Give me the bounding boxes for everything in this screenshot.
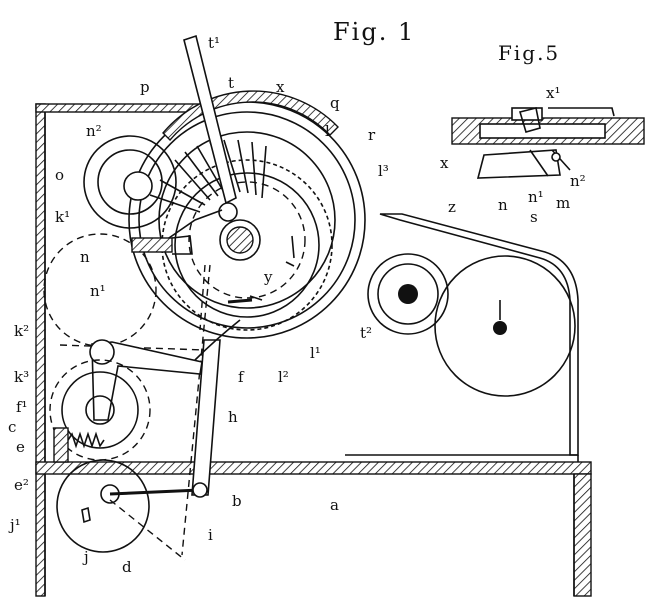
label-r: r [368,126,376,144]
label-t2: t² [360,324,372,342]
label-fig5-n2: n² [570,172,586,190]
fig1-title: Fig. 1 [333,18,415,46]
label-e2: e² [14,476,29,494]
arm-f [89,319,241,421]
gear-z [367,253,449,335]
label-q: q [330,94,340,112]
rod-h [181,264,221,556]
label-t1: t¹ [208,34,220,52]
label-s: s [530,208,538,226]
label-fig5-n1: n¹ [528,188,544,206]
label-j: j [82,548,89,566]
label-fig5-n: n [498,196,508,214]
label-c: c [8,418,16,436]
spring-c [53,427,105,463]
label-l: l [325,122,330,140]
label-a: a [330,496,339,514]
label-o: o [55,166,64,184]
label-l3: l³ [378,162,389,180]
label-f: f [238,368,245,386]
label-j1: j¹ [8,516,21,534]
fig5-title: Fig.5 [498,41,560,65]
housing [35,103,592,597]
label-y: y [263,268,273,286]
label-n2: n² [86,122,102,140]
drum-s [434,255,576,397]
label-i: i [208,526,213,544]
label-d: d [122,558,132,576]
label-n1: n¹ [90,282,106,300]
fig5-detail [451,107,645,179]
reference-labels: t¹ t x p q l r n² o k¹ n n¹ y l³ z s t² … [8,34,586,576]
label-fig5-x1: x¹ [546,84,560,102]
pawl-n [131,235,193,255]
label-k1: k¹ [55,208,70,226]
label-k2: k² [14,322,29,340]
label-k3: k³ [14,368,29,386]
label-fig5-m: m [556,194,570,212]
gear-k1 [83,135,177,229]
label-b: b [232,492,242,510]
label-e: e [16,438,25,456]
label-f1: f¹ [16,398,28,416]
label-n: n [80,248,90,266]
label-h: h [228,408,238,426]
label-l2: l² [278,368,289,386]
pulley-k2 [43,233,206,351]
label-z: z [448,198,456,216]
label-l1: l¹ [310,344,321,362]
label-p: p [140,78,150,96]
label-fig5-x: x [440,154,449,172]
lever-t1 [165,34,238,241]
label-t: t [228,74,234,92]
disk-d [56,459,208,561]
label-x: x [276,78,285,96]
